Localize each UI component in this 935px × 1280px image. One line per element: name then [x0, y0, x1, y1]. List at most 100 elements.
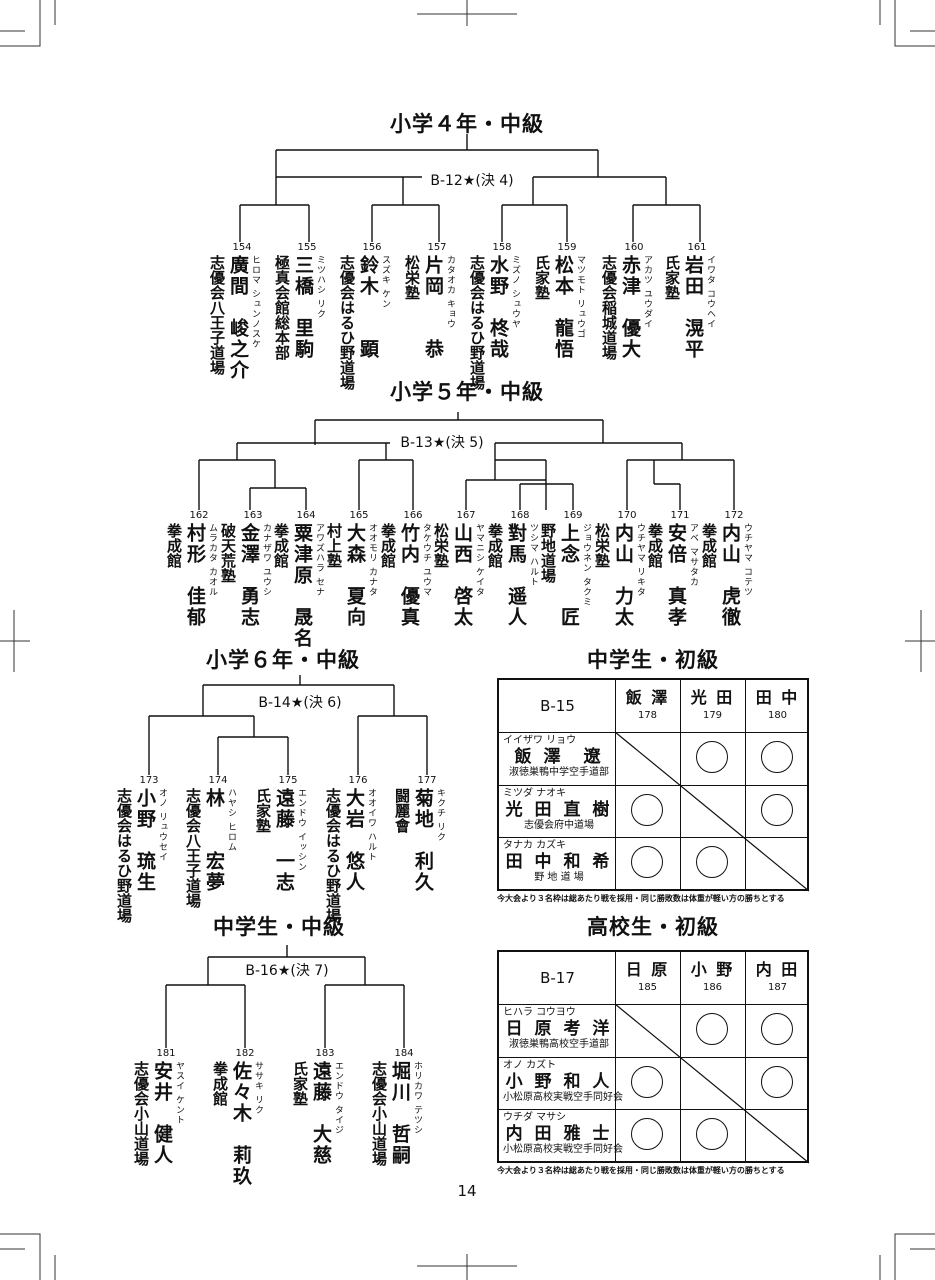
player-kana: アベ マサタカ [688, 523, 698, 587]
column-name: 日 原 [625, 960, 670, 979]
player-club: 拳成館 [379, 523, 397, 568]
match-circle [696, 846, 728, 878]
player-number: 158 [492, 242, 512, 253]
player-number: 169 [563, 510, 583, 521]
row-kana: ミツダ ナオキ [503, 788, 567, 799]
player-club: 松栄塾 [403, 255, 421, 300]
player-kana: マツモト リュウゴ [575, 255, 585, 339]
column-header: 田 中 180 [745, 684, 810, 721]
row-club: 淑徳巣鴨高校空手道部 [509, 1039, 609, 1050]
match-circle [631, 1066, 663, 1098]
section-title: 小学４年・中級 [390, 112, 544, 136]
row-header: タナカ カズキ田 中 和 希野 地 道 場 [503, 838, 615, 892]
player-number: 177 [417, 775, 437, 786]
player-number: 160 [624, 242, 644, 253]
player-name: 内山 力太 [612, 523, 634, 628]
player-club: 氏家塾 [533, 255, 551, 300]
diagonal-line [614, 731, 810, 892]
section-title: 小学６年・中級 [206, 648, 360, 672]
player-number: 175 [278, 775, 298, 786]
player-club: 氏家塾 [291, 1061, 309, 1106]
player-kana: ササキ リク [253, 1061, 263, 1115]
player-kana: カタオカ キョウ [445, 255, 455, 329]
player-club: 志優会小山道場 [132, 1061, 150, 1166]
column-name: 飯 澤 [625, 688, 670, 707]
player-name: 遠藤 大慈 [310, 1061, 332, 1166]
player-kana: ハヤシ ヒロム [226, 788, 236, 852]
player-name: 上念 匠 [558, 523, 580, 628]
player-name: 内山 虎徹 [719, 523, 741, 628]
match-circle [761, 794, 793, 826]
match-circle [631, 846, 663, 878]
player-club: 志優会はるひ野道場 [468, 255, 486, 390]
player-number: 161 [687, 242, 707, 253]
match-circle [631, 1118, 663, 1150]
player-number: 173 [139, 775, 159, 786]
player-kana: ヒロマ シュンノスケ [250, 255, 260, 349]
player-club: 拳成館 [486, 523, 504, 568]
row-header: イイザワ リョウ飯 澤 遼淑徳巣鴨中学空手道部 [503, 733, 615, 787]
column-number: 180 [767, 710, 788, 721]
player-number: 174 [208, 775, 228, 786]
match-circle [761, 1013, 793, 1045]
player-name: 赤津 優大 [619, 255, 641, 360]
player-club: 野地道場 [539, 523, 557, 583]
player-name: 佐々木 莉玖 [230, 1061, 252, 1187]
player-number: 182 [235, 1048, 255, 1059]
player-kana: イワタ コウヘイ [705, 255, 715, 329]
column-number: 186 [702, 982, 723, 993]
row-header: オノ カズト小 野 和 人小松原高校実戦空手同好会 [503, 1058, 623, 1112]
player-club: 志優会小山道場 [370, 1061, 388, 1166]
player-name: 廣間 峻之介 [227, 255, 249, 381]
player-number: 171 [670, 510, 690, 521]
row-header: ヒハラ コウヨウ日 原 考 洋淑徳巣鴨高校空手道部 [503, 1005, 615, 1059]
player-club: 極真会館総本部 [273, 255, 291, 360]
player-name: 堀川 哲嗣 [389, 1061, 411, 1166]
player-club: 松栄塾 [432, 523, 450, 568]
row-name: 内 田 雅 士 [505, 1124, 613, 1144]
player-number: 163 [243, 510, 263, 521]
player-kana: ジョウネン タクミ [581, 523, 591, 607]
player-name: 安井 健人 [151, 1061, 173, 1166]
player-club: 志優会はるひ野道場 [115, 788, 133, 923]
player-number: 154 [232, 242, 252, 253]
row-name: 田 中 和 希 [505, 852, 613, 872]
row-name: 日 原 考 洋 [505, 1019, 613, 1039]
row-club: 小松原高校実戦空手同好会 [503, 1144, 623, 1155]
row-header: ミツダ ナオキ光 田 直 樹志優会府中道場 [503, 786, 615, 840]
player-kana: スズキ ケン [380, 255, 390, 309]
player-name: 粟津原 晟名 [291, 523, 313, 649]
column-name: 田 中 [755, 688, 800, 707]
player-name: 松本 龍悟 [552, 255, 574, 360]
player-kana: アワズハラ セナ [314, 523, 324, 597]
player-name: 小野 琉生 [134, 788, 156, 893]
row-name: 小 野 和 人 [505, 1072, 613, 1092]
player-name: 山西 啓太 [451, 523, 473, 628]
row-club: 志優会府中道場 [524, 820, 594, 831]
player-club: 氏家塾 [254, 788, 272, 833]
player-kana: ウチヤマ コテツ [742, 523, 752, 597]
match-circle [696, 1118, 728, 1150]
row-club: 淑徳巣鴨中学空手道部 [509, 767, 609, 778]
player-kana: ミツハシ リク [315, 255, 325, 319]
player-number: 156 [362, 242, 382, 253]
column-name: 光 田 [690, 688, 735, 707]
player-kana: オオイワ ハルト [366, 788, 376, 862]
row-club: 小松原高校実戦空手同好会 [503, 1092, 623, 1103]
match-circle [761, 741, 793, 773]
player-club: 志優会稲城道場 [600, 255, 618, 360]
round-robin-title: 中学生・初級 [587, 648, 719, 672]
